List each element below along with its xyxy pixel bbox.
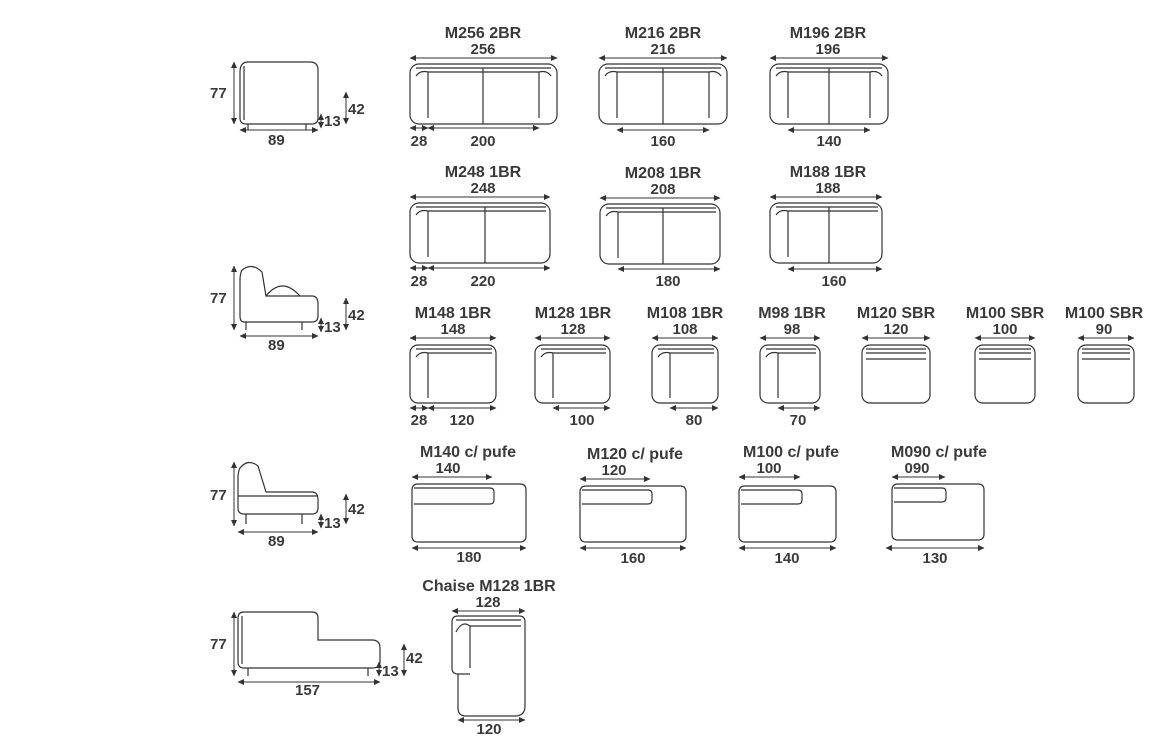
module-width: 120 <box>883 321 908 338</box>
side-depth-label: 89 <box>268 533 285 550</box>
side-view-3: 77 42 13 89 <box>210 461 365 550</box>
module-m090-pufe: M090 c/ pufe 090 130 <box>885 444 987 567</box>
module-name: M256 2BR <box>445 25 522 42</box>
side-leg-height-label: 13 <box>324 113 341 130</box>
module-name: M100 c/ pufe <box>743 444 839 461</box>
module-width: 140 <box>435 460 460 477</box>
module-name: M100 SBR <box>1065 305 1144 322</box>
side-view-2: 77 42 13 89 <box>210 265 365 354</box>
module-width: 148 <box>440 321 465 338</box>
side-seat-height-label: 42 <box>348 101 365 118</box>
module-m100-pufe: M100 c/ pufe 100 140 <box>738 444 839 567</box>
module-m208-1br: M208 1BR 208 180 <box>599 165 721 290</box>
module-dim: 200 <box>470 133 495 150</box>
module-m140-pufe: M140 c/ pufe 140 180 <box>411 444 527 566</box>
side-view-1: 77 42 13 89 <box>210 61 365 149</box>
side-view-4: 77 42 13 157 <box>210 611 423 699</box>
module-name: M196 2BR <box>790 25 867 42</box>
module-m196-2br: M196 2BR 196 140 <box>769 25 889 150</box>
module-dim: 100 <box>569 412 594 429</box>
module-dim: 160 <box>620 550 645 567</box>
module-width: 196 <box>815 41 840 58</box>
module-name: M208 1BR <box>625 165 702 182</box>
module-width: 256 <box>470 41 495 58</box>
module-dim: 220 <box>470 273 495 290</box>
side-leg-height-label: 13 <box>324 319 341 336</box>
module-name: M128 1BR <box>535 305 612 322</box>
module-dim: 160 <box>821 273 846 290</box>
module-dim: 130 <box>922 550 947 567</box>
module-name: M98 1BR <box>758 305 826 322</box>
module-m120-sbr: M120 SBR 120 <box>857 305 936 404</box>
module-width: 90 <box>1096 321 1113 338</box>
module-dim: 80 <box>686 412 703 429</box>
module-width: 98 <box>784 321 801 338</box>
side-seat-height-label: 42 <box>348 501 365 518</box>
module-chaise-m128-1br: Chaise M128 1BR 128 120 <box>422 578 556 738</box>
module-m188-1br: M188 1BR 188 160 <box>769 164 883 290</box>
side-seat-height-label: 42 <box>406 650 423 667</box>
module-name: M090 c/ pufe <box>891 444 987 461</box>
module-name: M216 2BR <box>625 25 702 42</box>
module-m100-sbr-90: M100 SBR 90 <box>1065 305 1144 404</box>
module-m248-1br: M248 1BR 248 28 220 <box>409 164 551 290</box>
module-width: 248 <box>470 180 495 197</box>
module-width: 128 <box>475 594 500 611</box>
module-dim: 180 <box>655 273 680 290</box>
module-name: M188 1BR <box>790 164 867 181</box>
module-dim: 140 <box>774 550 799 567</box>
module-name: M100 SBR <box>966 305 1045 322</box>
module-name: M120 SBR <box>857 305 936 322</box>
side-depth-label: 157 <box>295 682 320 699</box>
side-seat-height-label: 42 <box>348 307 365 324</box>
module-width: 108 <box>672 321 697 338</box>
module-name: M120 c/ pufe <box>587 446 683 463</box>
module-dim: 28 <box>411 412 428 429</box>
module-m98-1br: M98 1BR 98 70 <box>758 305 826 429</box>
module-dim: 180 <box>456 549 481 566</box>
module-name: M140 c/ pufe <box>420 444 516 461</box>
module-m108-1br: M108 1BR 108 80 <box>647 305 724 429</box>
module-name: M148 1BR <box>415 305 492 322</box>
module-dim: 140 <box>816 133 841 150</box>
side-height-label: 77 <box>210 636 227 653</box>
module-dim: 120 <box>449 412 474 429</box>
module-width: 090 <box>904 460 929 477</box>
module-width: 128 <box>560 321 585 338</box>
module-dim: 160 <box>650 133 675 150</box>
side-height-label: 77 <box>210 85 227 102</box>
module-m128-1br: M128 1BR 128 100 <box>534 305 612 429</box>
module-dim: 120 <box>476 721 501 738</box>
module-width: 208 <box>650 181 675 198</box>
module-width: 120 <box>601 462 626 479</box>
module-width: 100 <box>756 460 781 477</box>
module-width: 188 <box>815 180 840 197</box>
side-leg-height-label: 13 <box>324 515 341 532</box>
module-name: M248 1BR <box>445 164 522 181</box>
module-dim: 28 <box>411 273 428 290</box>
side-leg-height-label: 13 <box>382 663 399 680</box>
side-height-label: 77 <box>210 487 227 504</box>
module-width: 216 <box>650 41 675 58</box>
side-depth-label: 89 <box>268 337 285 354</box>
module-m120-pufe: M120 c/ pufe 120 160 <box>579 446 687 567</box>
module-m100-sbr: M100 SBR 100 <box>966 305 1045 404</box>
module-name: M108 1BR <box>647 305 724 322</box>
module-m216-2br: M216 2BR 216 160 <box>598 25 728 150</box>
side-height-label: 77 <box>210 290 227 307</box>
side-depth-label: 89 <box>268 132 285 149</box>
module-dim: 70 <box>790 412 807 429</box>
module-width: 100 <box>992 321 1017 338</box>
module-m148-1br: M148 1BR 148 28 120 <box>409 305 497 429</box>
module-m256-2br: M256 2BR 256 28 200 <box>409 25 558 150</box>
module-name: Chaise M128 1BR <box>422 578 556 595</box>
module-dim: 28 <box>411 133 428 150</box>
